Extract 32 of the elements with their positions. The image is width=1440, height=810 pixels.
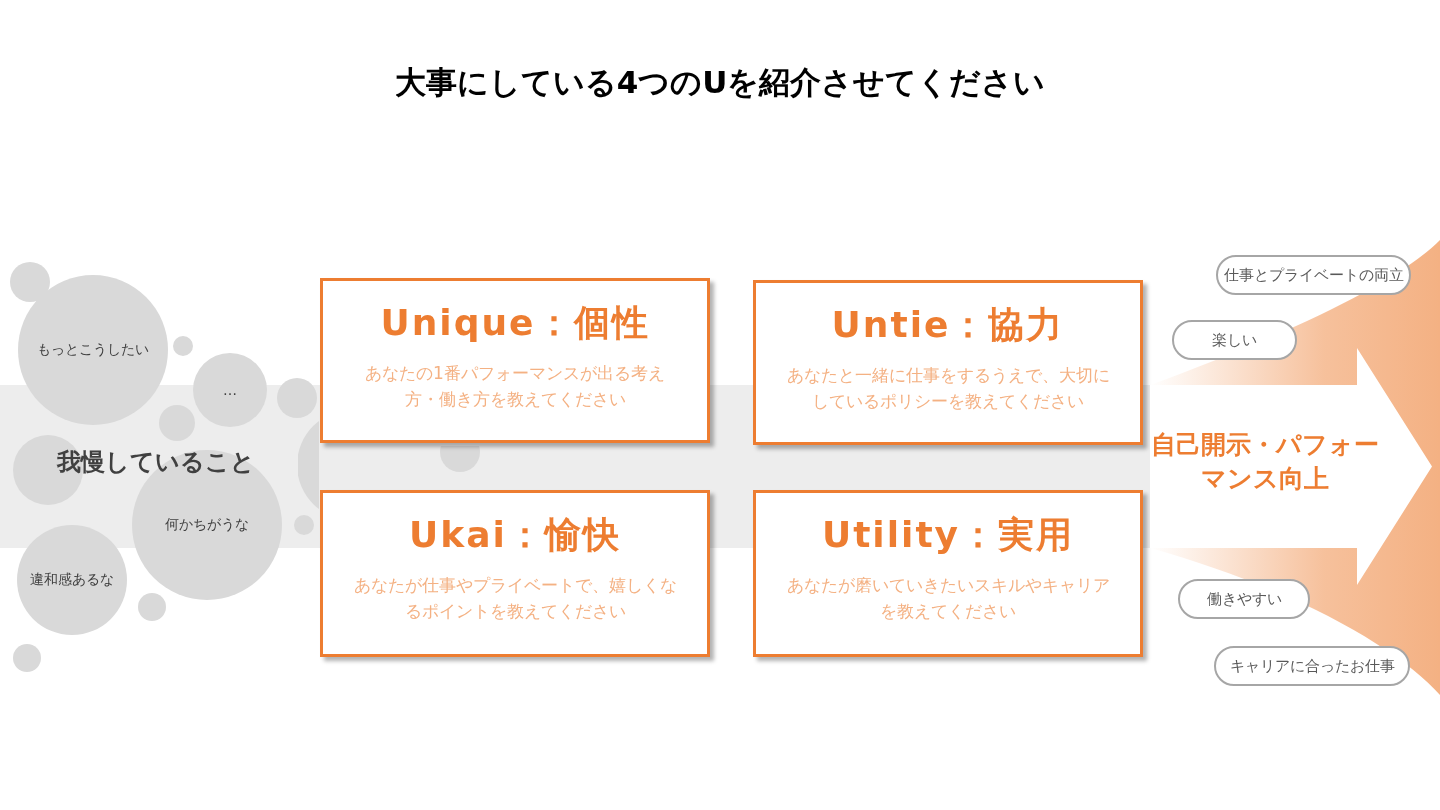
card-title: Untie：協力 [831,303,1065,347]
outcome-pill [1178,579,1310,619]
outcome-pill [1214,646,1410,686]
bubble-circle [10,262,50,302]
bubble-circle [277,378,317,418]
card-question: あなたの1番パフォーマンスが出る考え方・働き方を教えてください [364,362,666,412]
card-question: あなたが仕事やプライベートで、嬉しくなるポイントを教えてください [352,574,678,624]
outcome-pill [1216,255,1411,295]
bubble-circle [173,336,193,356]
card-question: あなたが磨いていきたいスキルやキャリアを教えてください [785,574,1111,624]
title: 大事にしている4つのUを紹介させてください [393,63,1047,102]
outcome-pill [1172,320,1297,360]
card-question: あなたと一緒に仕事をするうえで、大切にしているポリシーを教えてください [785,364,1111,414]
card-title: Ukai：愉快 [409,513,621,557]
outcome-text: 楽しい [1212,330,1257,350]
outcome-text: 仕事とプライベートの両立 [1223,265,1404,285]
card-box [320,278,710,443]
bubble-circle [138,593,166,621]
bubble-text: … [223,382,237,398]
card-title: Utility：実用 [821,513,1075,557]
outcome-text: 働きやすい [1206,589,1282,609]
bubble-circle [13,644,41,672]
bubble-text: 何かちがうな [165,516,249,534]
card-box [753,490,1143,657]
card-title: Unique：個性 [380,301,650,345]
card-box [753,280,1143,445]
banner-text: 自己開示・パフォーマンス向上 [1150,429,1380,495]
bubble-text: もっとこうしたい [37,341,149,359]
bubble-text: 違和感あるな [30,571,114,589]
card-box [320,490,710,657]
outcome-text: キャリアに合ったお仕事 [1229,656,1395,676]
label-text: 我慢していること [57,447,255,478]
